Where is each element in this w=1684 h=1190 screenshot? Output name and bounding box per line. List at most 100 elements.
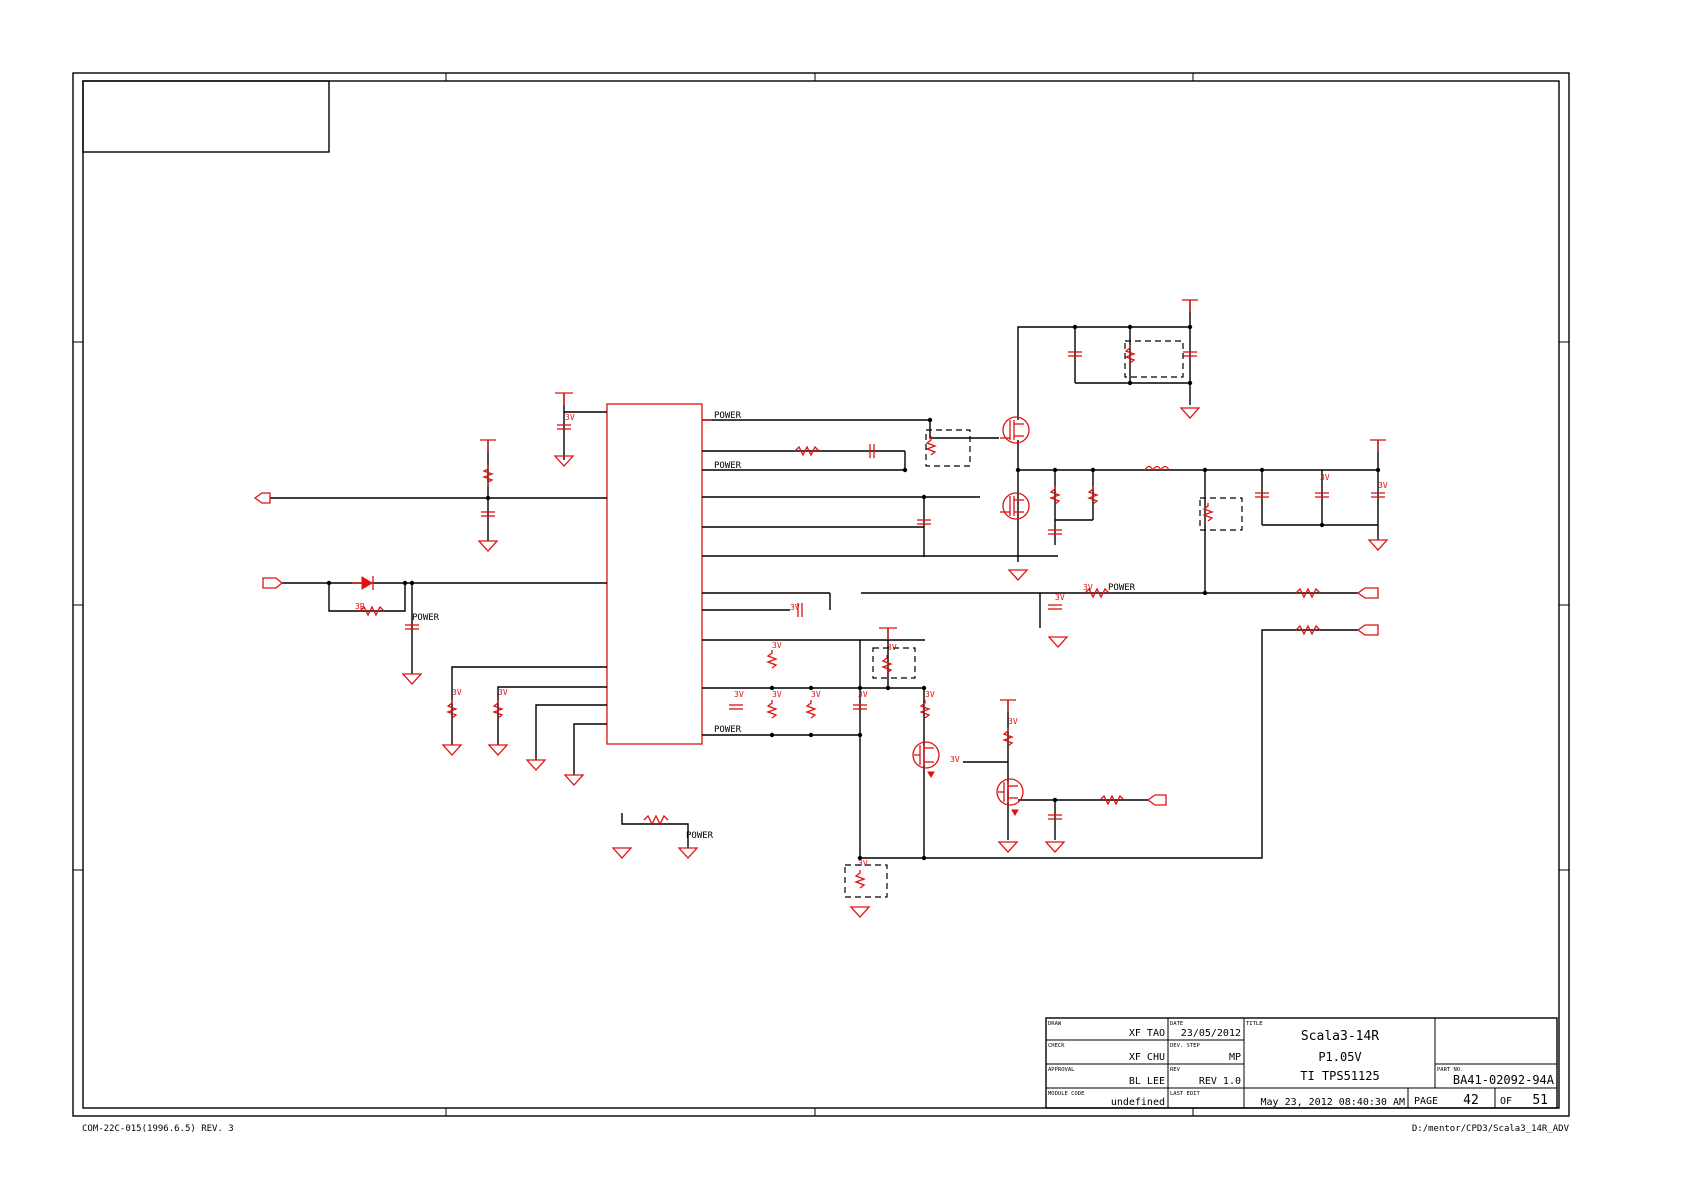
svg-text:3V: 3V bbox=[772, 641, 782, 650]
total-pages: 51 bbox=[1532, 1093, 1548, 1108]
net-label-power-1: POWER bbox=[714, 411, 742, 421]
net-label-power-5: POWER bbox=[714, 725, 742, 735]
resistor-r21 bbox=[854, 870, 866, 889]
mosfet-q1 bbox=[1000, 416, 1030, 444]
capacitor-c8 bbox=[1183, 351, 1197, 357]
resistor-r10 bbox=[1295, 624, 1321, 636]
page-label: PAGE bbox=[1414, 1096, 1438, 1107]
resistor-r6 bbox=[1087, 486, 1099, 505]
dev-step-label: DEV. STEP bbox=[1170, 1043, 1200, 1049]
ground-symbols bbox=[401, 407, 1389, 918]
svg-text:3V: 3V bbox=[734, 690, 744, 699]
svg-text:3V: 3V bbox=[1008, 717, 1018, 726]
resistor-r7 bbox=[1202, 503, 1214, 522]
title-label: TITLE bbox=[1246, 1021, 1263, 1027]
capacitor-c7 bbox=[1068, 351, 1082, 357]
svg-text:3V: 3V bbox=[1055, 593, 1065, 602]
capacitor-c10 bbox=[1315, 492, 1329, 498]
resistor-r3 bbox=[794, 445, 820, 457]
resistor-r8 bbox=[1084, 587, 1110, 599]
svg-text:3V: 3V bbox=[887, 643, 897, 652]
resistor-r11 bbox=[446, 700, 458, 719]
module-code-value: undefined bbox=[1111, 1097, 1165, 1108]
resistor-r9 bbox=[1295, 587, 1321, 599]
junctions bbox=[326, 324, 1381, 861]
last-edit-value: May 23, 2012 08:40:30 AM bbox=[1261, 1097, 1406, 1108]
net-label-power-2: POWER bbox=[714, 461, 742, 471]
svg-text:3V: 3V bbox=[565, 413, 575, 422]
form-code: COM-22C-015(1996.6.5) REV. 3 bbox=[82, 1124, 234, 1134]
check-label: CHECK bbox=[1048, 1043, 1065, 1049]
capacitor-c16 bbox=[1048, 814, 1062, 820]
svg-text:3V: 3V bbox=[925, 690, 935, 699]
net-label-power-6: POWER bbox=[686, 831, 714, 841]
capacitor-c14 bbox=[729, 704, 743, 710]
svg-text:3V: 3V bbox=[498, 688, 508, 697]
capacitor-c15 bbox=[853, 704, 867, 710]
net-label-power-4: POWER bbox=[412, 613, 440, 623]
capacitor-c11 bbox=[1371, 492, 1385, 498]
svg-text:3R: 3R bbox=[355, 602, 365, 611]
capacitor-c9 bbox=[1255, 492, 1269, 498]
connector-right-2 bbox=[1356, 624, 1379, 636]
capacitor-c3 bbox=[405, 624, 419, 630]
resistor-r20 bbox=[643, 814, 669, 826]
title-line2: P1.05V bbox=[1318, 1050, 1361, 1064]
part-no-value: BA41-02092-94A bbox=[1453, 1073, 1555, 1087]
mosfet-q3 bbox=[912, 741, 940, 778]
power-rails bbox=[480, 299, 1386, 712]
svg-text:3V: 3V bbox=[858, 859, 868, 868]
rev-label: REV bbox=[1170, 1067, 1181, 1073]
resistor-r12 bbox=[492, 700, 504, 719]
rev-value: REV 1.0 bbox=[1199, 1076, 1241, 1087]
logo-box bbox=[82, 80, 330, 153]
svg-text:3V: 3V bbox=[772, 690, 782, 699]
connector-left-1 bbox=[253, 492, 271, 504]
capacitor-c2 bbox=[557, 424, 571, 430]
capacitor-c6 bbox=[1048, 529, 1062, 535]
resistor-r5 bbox=[1049, 486, 1061, 505]
sheet-frame bbox=[72, 72, 1570, 1117]
approval-value: BL LEE bbox=[1129, 1076, 1165, 1087]
resistor-r16 bbox=[881, 655, 893, 674]
svg-text:3V: 3V bbox=[790, 603, 800, 612]
svg-text:3V: 3V bbox=[1083, 583, 1093, 592]
resistor-r4 bbox=[925, 436, 937, 456]
net-label-power-3: POWER bbox=[1108, 583, 1136, 593]
part-no-label: PART NO. bbox=[1437, 1067, 1464, 1073]
module-code-label: MODULE CODE bbox=[1048, 1091, 1084, 1097]
page-value: 42 bbox=[1463, 1093, 1479, 1108]
option-boxes bbox=[844, 340, 1243, 898]
resistor-r14 bbox=[766, 700, 778, 719]
svg-text:3V: 3V bbox=[858, 690, 868, 699]
diode-d1 bbox=[352, 576, 374, 590]
resistor-r2 bbox=[359, 605, 385, 617]
resistor-r22 bbox=[1124, 345, 1136, 364]
svg-text:3V: 3V bbox=[1378, 481, 1388, 490]
draw-value: XF TAO bbox=[1129, 1028, 1165, 1039]
of-label: OF bbox=[1500, 1096, 1512, 1107]
resistor-r15 bbox=[805, 700, 817, 719]
capacitor-c4 bbox=[869, 444, 875, 458]
svg-text:3V: 3V bbox=[452, 688, 462, 697]
file-path: D:/mentor/CPD3/Scala3_14R_ADV bbox=[1412, 1124, 1570, 1134]
capacitor-c5 bbox=[917, 519, 931, 525]
date-value: 23/05/2012 bbox=[1181, 1028, 1241, 1039]
capacitor-c1 bbox=[481, 511, 495, 517]
resistor-r13 bbox=[766, 650, 778, 669]
title-line1: Scala3-14R bbox=[1301, 1029, 1379, 1044]
ref-tags: 3V 3R 3V 3V 3V 3V 3V 3V 3V 3V 3V 3V 3V 3… bbox=[355, 413, 1388, 868]
controller-ic bbox=[606, 403, 703, 745]
capacitor-c13 bbox=[1048, 604, 1062, 610]
connector-right-3 bbox=[1146, 794, 1167, 806]
title-line3: TI TPS51125 bbox=[1300, 1069, 1379, 1083]
resistor-r18 bbox=[1002, 728, 1014, 747]
wires bbox=[270, 300, 1379, 859]
mosfet-q4 bbox=[996, 778, 1024, 816]
last-edit-label: LAST EDIT bbox=[1170, 1091, 1200, 1097]
svg-text:3V: 3V bbox=[1320, 473, 1330, 482]
title-block: DRAW XF TAO CHECK XF CHU APPROVAL BL LEE… bbox=[1045, 1017, 1558, 1109]
connector-left-2 bbox=[262, 577, 284, 589]
resistor-r1 bbox=[482, 465, 494, 486]
